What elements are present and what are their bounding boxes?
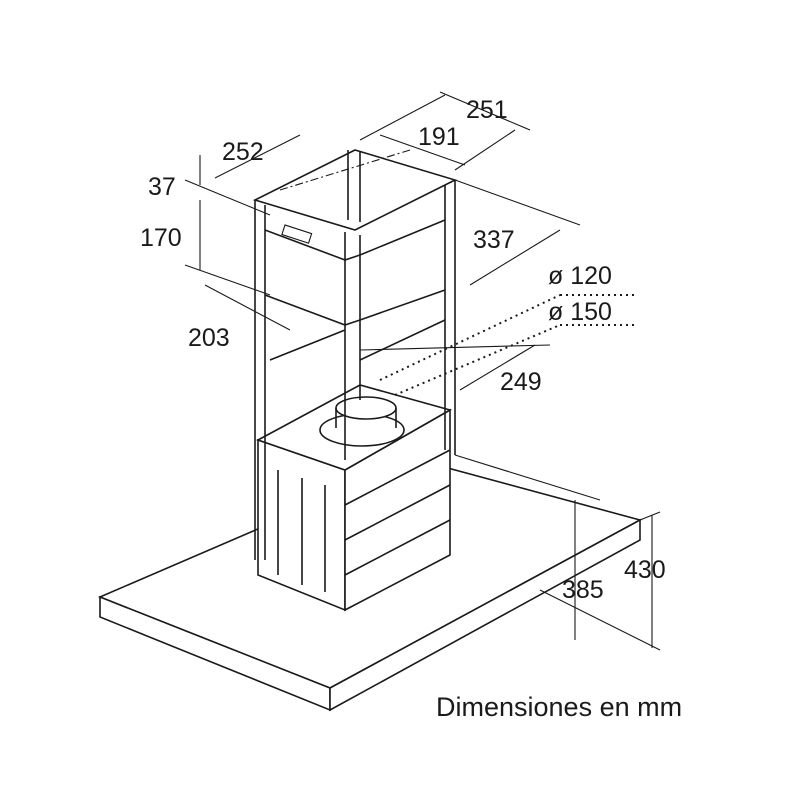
dim-label-385: 385: [562, 576, 604, 604]
dim-label-duct-120: ø 120: [548, 262, 612, 290]
dim-label-203: 203: [188, 324, 230, 352]
units-caption: Dimensiones en mm: [436, 692, 682, 722]
dim-label-37: 37: [148, 173, 176, 201]
dim-label-249: 249: [500, 368, 542, 396]
duct-collar: [319, 396, 405, 447]
dim-label-430: 430: [624, 556, 666, 584]
dim-label-252: 252: [222, 138, 264, 166]
dim-label-251: 251: [466, 96, 508, 124]
dim-label-duct-150: ø 150: [548, 298, 612, 326]
dim-label-170: 170: [140, 224, 182, 252]
motor-housing: [256, 384, 453, 612]
dim-label-337: 337: [473, 226, 515, 254]
dimension-lines: [184, 91, 661, 651]
dim-label-191: 191: [418, 123, 460, 151]
